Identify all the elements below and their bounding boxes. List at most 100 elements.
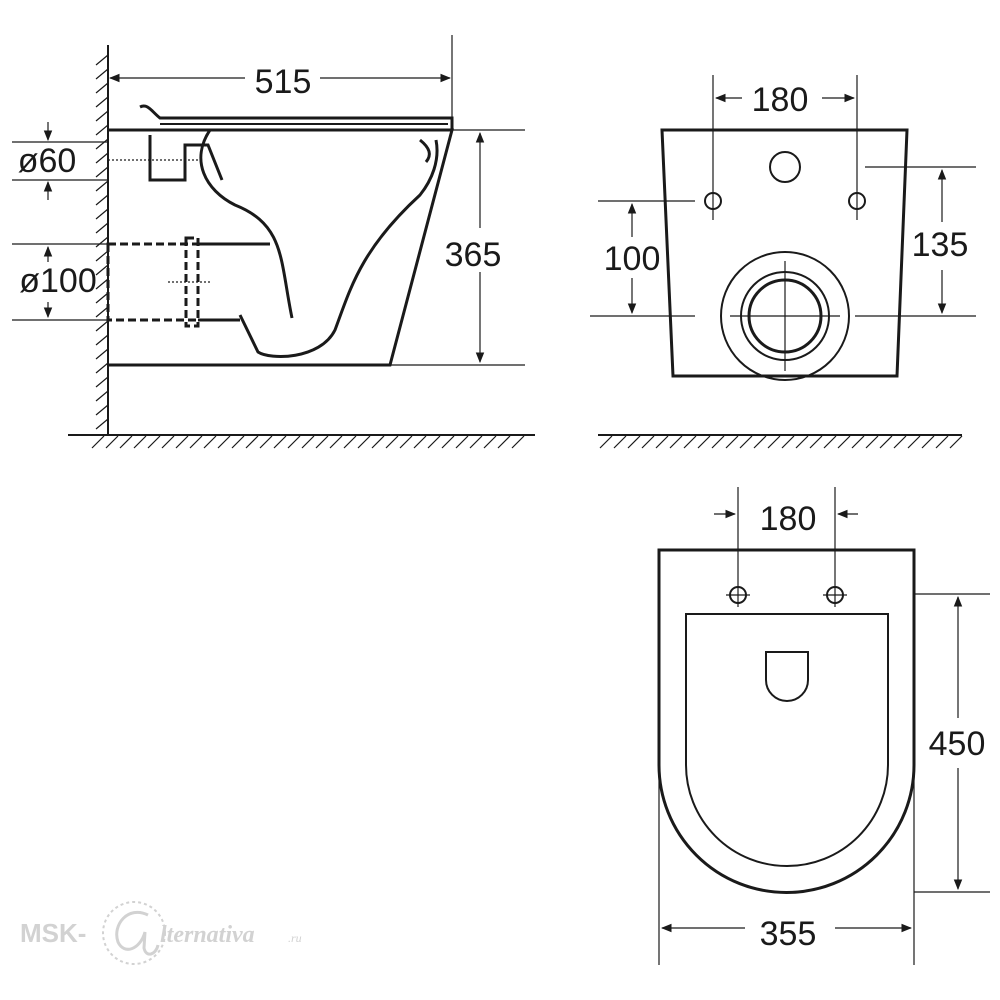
watermark-a-glyph xyxy=(115,910,160,956)
floor-hatch-stroke xyxy=(767,435,781,449)
floor-hatch-stroke xyxy=(697,435,711,449)
bowl-interior xyxy=(199,129,439,358)
flush-opening xyxy=(765,651,809,702)
wall-hatch-stroke xyxy=(95,194,109,206)
floor-hatch-stroke xyxy=(189,435,203,449)
wall-hatch-stroke xyxy=(95,96,109,108)
floor-hatch-stroke xyxy=(781,435,795,449)
watermark-logo: MSK- lternativa .ru xyxy=(20,901,302,965)
wall-hatch-stroke xyxy=(95,264,109,276)
floor-hatch-stroke xyxy=(371,435,385,449)
dim-width-side: 515 xyxy=(255,63,312,101)
floor-hatch-stroke xyxy=(315,435,329,449)
floor-hatch-stroke xyxy=(329,435,343,449)
floor-hatch-stroke xyxy=(455,435,469,449)
water-inlet xyxy=(148,135,224,182)
floor-hatch-stroke xyxy=(497,435,511,449)
top-outline xyxy=(657,548,916,894)
wall-hatching xyxy=(95,54,109,430)
floor-hatch-stroke xyxy=(427,435,441,449)
floor-hatch-stroke xyxy=(711,435,725,449)
dim-bolt-spacing-rear: 180 xyxy=(752,81,809,119)
wall-hatch-stroke xyxy=(95,124,109,136)
watermark-circle xyxy=(102,901,166,965)
wall-hatch-stroke xyxy=(95,278,109,290)
drain-pipe xyxy=(198,242,270,322)
floor-hatching-side xyxy=(91,435,525,449)
wall-hatch-stroke xyxy=(95,334,109,346)
floor-hatch-stroke xyxy=(641,435,655,449)
bowl-outline xyxy=(108,128,454,367)
floor-hatch-stroke xyxy=(231,435,245,449)
wall-hatch-stroke xyxy=(95,166,109,178)
dim-drain-diameter: ø100 xyxy=(19,262,97,300)
floor-hatch-stroke xyxy=(105,435,119,449)
floor-hatch-stroke xyxy=(413,435,427,449)
floor-hatch-stroke xyxy=(511,435,525,449)
wall-hatch-stroke xyxy=(95,292,109,304)
wall-hatch-stroke xyxy=(95,404,109,416)
dim-drain-height: 100 xyxy=(604,240,661,278)
floor-hatch-stroke xyxy=(739,435,753,449)
side-view: 515 365 ø60 ø100 xyxy=(12,35,535,449)
wall-hatch-stroke xyxy=(95,376,109,388)
floor-hatch-stroke xyxy=(879,435,893,449)
floor-hatch-stroke xyxy=(935,435,949,449)
dim-height-side: 365 xyxy=(445,236,502,274)
wall-hatch-stroke xyxy=(95,68,109,80)
floor-hatch-stroke xyxy=(357,435,371,449)
floor-hatch-stroke xyxy=(217,435,231,449)
wall-hatch-stroke xyxy=(95,82,109,94)
floor-hatch-stroke xyxy=(441,435,455,449)
wall-hatch-stroke xyxy=(95,54,109,66)
seat-opening xyxy=(685,613,889,867)
water-inlet-hole xyxy=(769,151,801,183)
dim-length-top: 450 xyxy=(929,725,986,763)
floor-hatch-stroke xyxy=(795,435,809,449)
wall-hatch-stroke xyxy=(95,320,109,332)
floor-hatch-stroke xyxy=(655,435,669,449)
floor-hatch-stroke xyxy=(725,435,739,449)
watermark-prefix: MSK- xyxy=(20,918,86,948)
floor-hatching-rear xyxy=(599,435,963,449)
floor-hatch-stroke xyxy=(245,435,259,449)
floor-hatch-stroke xyxy=(669,435,683,449)
wall-hatch-stroke xyxy=(95,180,109,192)
floor-hatch-stroke xyxy=(613,435,627,449)
wall-hatch-stroke xyxy=(95,362,109,374)
seat-lid xyxy=(139,104,454,130)
floor-hatch-stroke xyxy=(949,435,963,449)
wall-hatch-stroke xyxy=(95,348,109,360)
floor-hatch-stroke xyxy=(273,435,287,449)
rear-view: 180 100 135 xyxy=(590,75,976,449)
dim-inlet-diameter: ø60 xyxy=(18,142,77,180)
floor-hatch-stroke xyxy=(483,435,497,449)
wall-hatch-stroke xyxy=(95,152,109,164)
wall-hatch-stroke xyxy=(95,250,109,262)
floor-hatch-stroke xyxy=(147,435,161,449)
floor-hatch-stroke xyxy=(91,435,105,449)
floor-hatch-stroke xyxy=(203,435,217,449)
floor-hatch-stroke xyxy=(907,435,921,449)
floor-hatch-stroke xyxy=(753,435,767,449)
wall-hatch-stroke xyxy=(95,110,109,122)
wall-hatch-stroke xyxy=(95,138,109,150)
floor-hatch-stroke xyxy=(865,435,879,449)
floor-hatch-stroke xyxy=(161,435,175,449)
floor-hatch-stroke xyxy=(599,435,613,449)
wall-hatch-stroke xyxy=(95,222,109,234)
floor-hatch-stroke xyxy=(399,435,413,449)
floor-hatch-stroke xyxy=(809,435,823,449)
floor-hatch-stroke xyxy=(823,435,837,449)
floor-hatch-stroke xyxy=(627,435,641,449)
floor-hatch-stroke xyxy=(119,435,133,449)
floor-hatch-stroke xyxy=(301,435,315,449)
dim-width-top: 355 xyxy=(760,915,817,953)
floor-hatch-stroke xyxy=(259,435,273,449)
floor-hatch-stroke xyxy=(837,435,851,449)
floor-hatch-stroke xyxy=(683,435,697,449)
dim-bolt-spacing-top: 180 xyxy=(760,500,817,538)
watermark-script: lternativa xyxy=(160,922,255,948)
